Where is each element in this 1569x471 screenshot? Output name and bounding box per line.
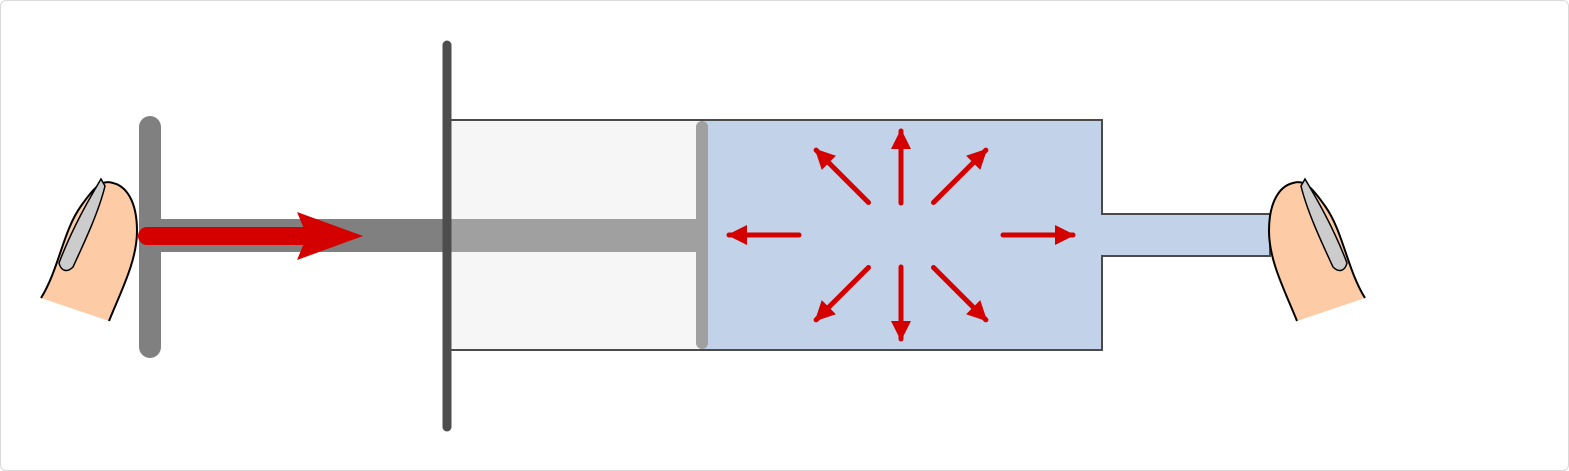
plunger-rod-inner: [447, 219, 702, 252]
pressure-arrow-down-left: [813, 265, 871, 323]
pressure-arrow-down-right: [931, 265, 989, 323]
pressure-arrows: [726, 128, 1076, 342]
pressure-arrow-up-left: [813, 147, 871, 205]
push-force-arrow: [138, 212, 363, 260]
left-finger-icon: [40, 177, 139, 322]
right-finger-icon: [1267, 177, 1366, 322]
pressure-arrow-up-right: [931, 147, 989, 205]
